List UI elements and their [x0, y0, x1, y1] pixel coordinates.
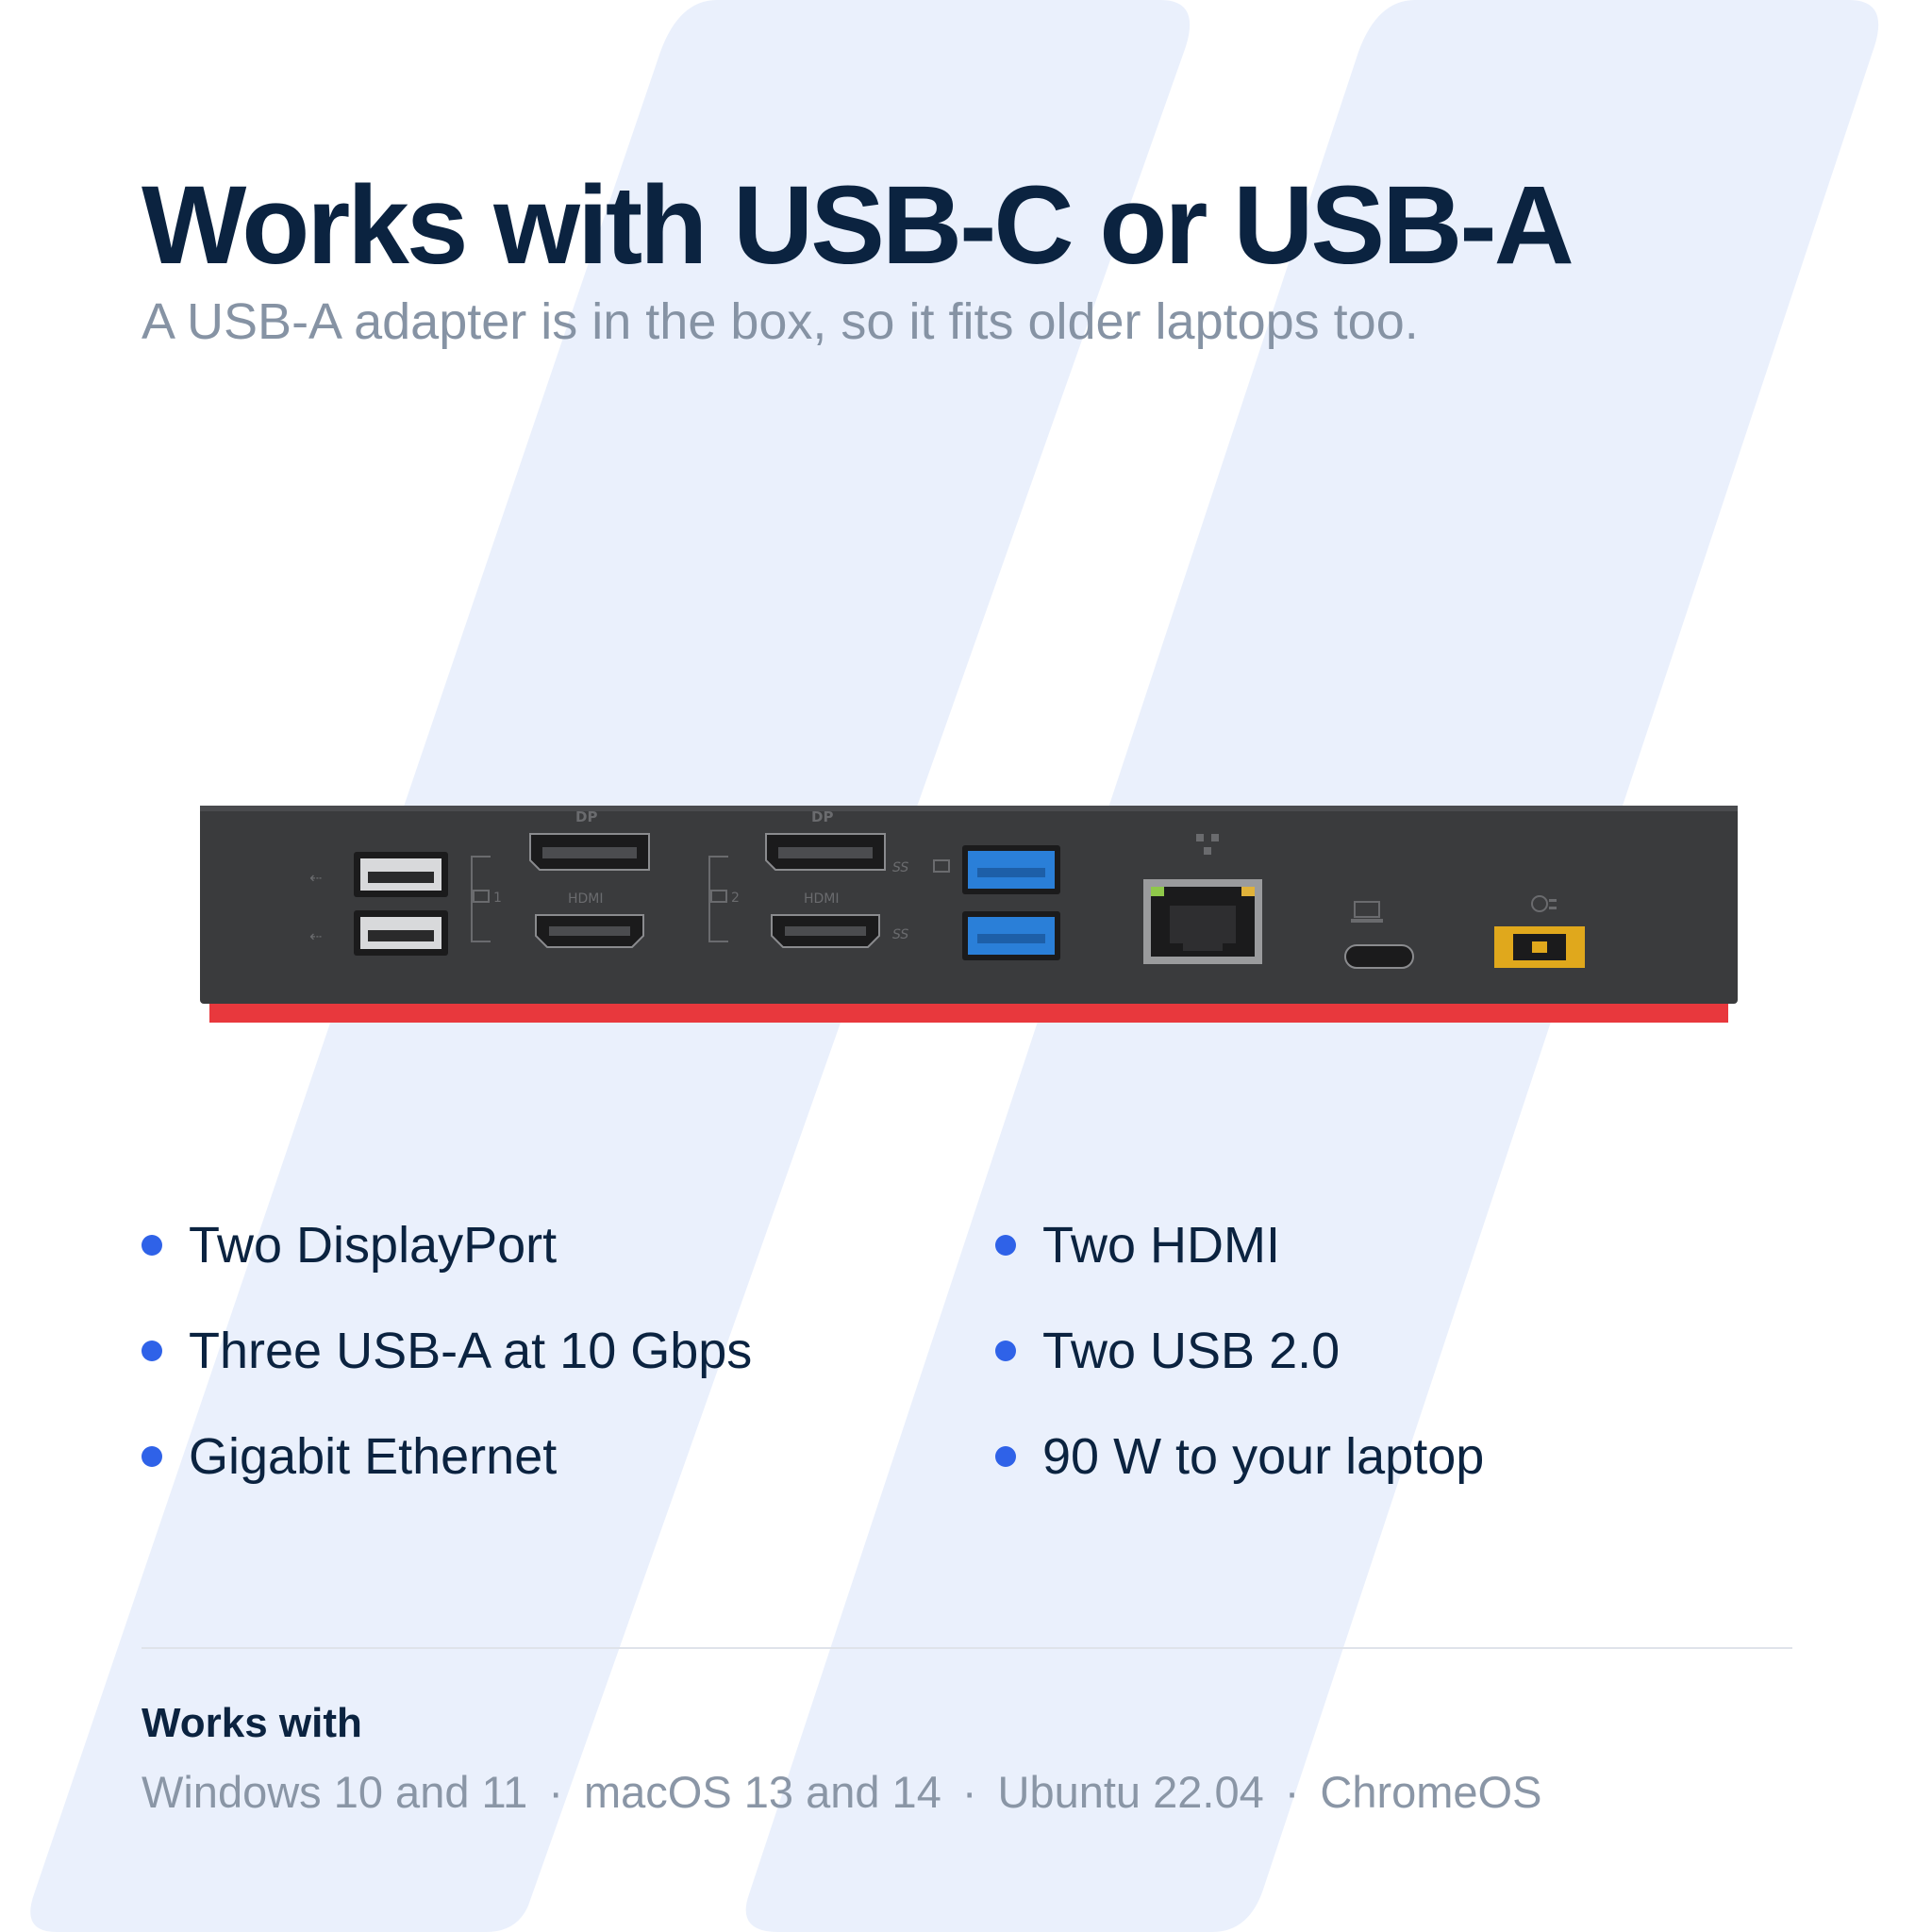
feature-item: Three USB-A at 10 Gbps [142, 1323, 995, 1379]
dp-label-2: DP [811, 808, 833, 825]
displayport-2 [765, 833, 886, 871]
hdmi-port-1 [535, 914, 644, 948]
superspeed-label-upper: SS [892, 860, 908, 875]
compatibility-item: Windows 10 and 11 [142, 1767, 528, 1817]
bullet-icon [995, 1446, 1016, 1467]
feature-list: Two DisplayPort Two HDMI Three USB-A at … [142, 1217, 1840, 1485]
separator-dot: · [548, 1767, 563, 1817]
bullet-icon [995, 1341, 1016, 1361]
subheadline: A USB-A adapter is in the box, so it fit… [142, 293, 1419, 350]
superspeed-label-lower: SS [892, 927, 908, 942]
hdmi-label-1: HDMI [568, 891, 604, 907]
compatibility-item: Ubuntu 22.04 [997, 1767, 1264, 1817]
compatibility-list: Windows 10 and 11 · macOS 13 and 14 · Ub… [142, 1766, 1541, 1818]
docking-station-image: ⇠ ⇠ 1 DP HDMI 2 DP HDMI SS SS [200, 806, 1738, 1023]
network-icon [1196, 834, 1219, 855]
bullet-icon [142, 1341, 162, 1361]
dp-label-1: DP [575, 808, 597, 825]
monitor-icon [473, 890, 490, 903]
usb3-port-upper [962, 845, 1060, 894]
monitor-icon [710, 890, 727, 903]
charging-icon [933, 859, 950, 873]
usb2-port-upper [354, 852, 448, 897]
divider [142, 1647, 1792, 1649]
usb-symbol-icon: ⇠ [309, 927, 322, 945]
bullet-icon [142, 1446, 162, 1467]
ethernet-port [1143, 879, 1262, 964]
feature-label: Three USB-A at 10 Gbps [189, 1323, 753, 1379]
feature-item: Two HDMI [995, 1217, 1840, 1274]
displayport-1 [529, 833, 650, 871]
dock-body [200, 806, 1738, 1004]
display-group-2-label: 2 [731, 891, 740, 906]
power-port [1494, 926, 1585, 968]
feature-label: Two USB 2.0 [1042, 1323, 1341, 1379]
usb-symbol-icon: ⇠ [309, 869, 322, 887]
feature-item: Two USB 2.0 [995, 1323, 1840, 1379]
usb2-port-lower [354, 910, 448, 956]
bullet-icon [995, 1235, 1016, 1256]
usb3-port-lower [962, 911, 1060, 960]
usb-c-port [1344, 944, 1414, 969]
feature-item: 90 W to your laptop [995, 1428, 1840, 1485]
power-plug-icon [1531, 895, 1557, 912]
feature-label: Gigabit Ethernet [189, 1428, 558, 1485]
feature-label: Two DisplayPort [189, 1217, 558, 1274]
display-group-1-label: 1 [493, 891, 502, 906]
laptop-icon [1351, 901, 1383, 923]
feature-item: Two DisplayPort [142, 1217, 995, 1274]
feature-label: Two HDMI [1042, 1217, 1281, 1274]
compatibility-title: Works with [142, 1700, 362, 1746]
feature-label: 90 W to your laptop [1042, 1428, 1485, 1485]
bullet-icon [142, 1235, 162, 1256]
separator-dot: · [1284, 1767, 1300, 1817]
compatibility-item: ChromeOS [1320, 1767, 1542, 1817]
separator-dot: · [961, 1767, 977, 1817]
hdmi-label-2: HDMI [804, 891, 840, 907]
headline: Works with USB-C or USB-A [142, 163, 1574, 288]
feature-item: Gigabit Ethernet [142, 1428, 995, 1485]
hdmi-port-2 [771, 914, 880, 948]
compatibility-item: macOS 13 and 14 [583, 1767, 941, 1817]
